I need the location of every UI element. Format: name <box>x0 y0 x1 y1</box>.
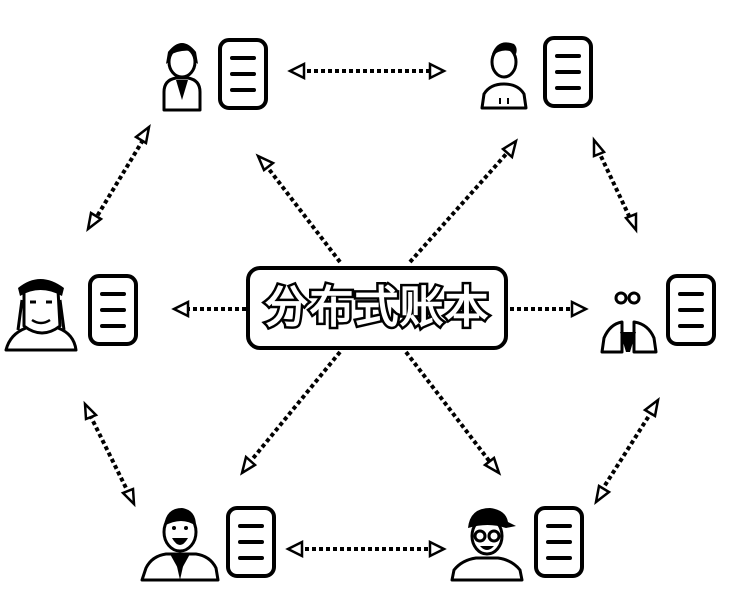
ledger-icon <box>666 274 716 346</box>
ledger-icon <box>88 274 138 346</box>
center-node: 分布式账本 <box>246 266 508 350</box>
ledger-icon <box>226 506 276 578</box>
connector-center-middle-right <box>510 299 589 319</box>
node-bottom-left <box>140 506 276 582</box>
connector-top-right-middle-right <box>592 136 638 234</box>
cap-person-icon <box>450 508 524 582</box>
ledger-icon <box>218 38 268 110</box>
glasses-person-icon <box>600 291 658 354</box>
connector-top-left-middle-left <box>86 124 151 232</box>
center-box <box>246 266 508 350</box>
node-middle-right <box>600 274 716 354</box>
center-label: 分布式账本 <box>265 282 490 333</box>
connector-top-left-top-right <box>287 61 447 81</box>
ledger-icon <box>534 506 584 578</box>
businessman-icon <box>140 508 220 582</box>
connector-center-bottom-right <box>404 350 502 476</box>
man-icon <box>480 42 528 110</box>
connector-bottom-left-bottom-right <box>285 539 447 559</box>
connectors <box>83 61 660 559</box>
connector-middle-left-bottom-left <box>83 400 136 508</box>
node-bottom-right <box>450 506 584 582</box>
connector-center-middle-left <box>171 299 246 319</box>
woman-icon <box>162 43 202 112</box>
connector-center-top-left <box>255 153 342 264</box>
connector-center-top-right <box>408 138 518 264</box>
node-top-left <box>162 38 268 112</box>
connector-middle-right-bottom-right <box>594 397 660 505</box>
elder-man-icon <box>4 279 78 352</box>
ledger-icon <box>543 36 593 108</box>
node-top-right <box>480 36 593 110</box>
node-middle-left <box>4 274 138 352</box>
connector-center-bottom-left <box>240 350 342 476</box>
